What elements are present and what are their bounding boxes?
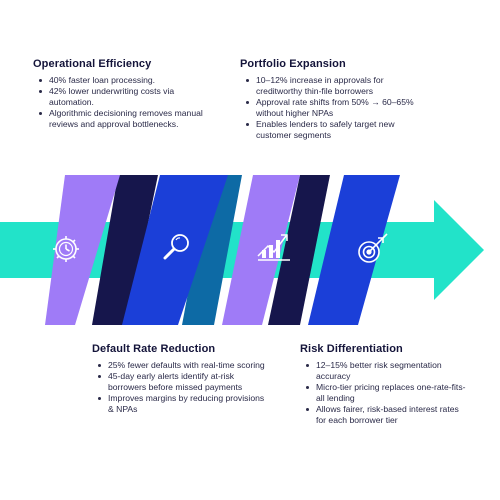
list-item: 40% faster loan processing. <box>39 75 208 86</box>
default-rate-reduction-list: 25% fewer defaults with real-time scorin… <box>92 360 272 415</box>
risk-differentiation-list: 12–15% better risk segmentation accuracy… <box>300 360 470 426</box>
magnifier-icon <box>163 234 189 260</box>
gear-clock-icon <box>53 236 79 262</box>
default-rate-reduction-block: Default Rate Reduction 25% fewer default… <box>92 343 272 415</box>
list-item: Improves margins by reducing provisions … <box>98 393 272 415</box>
shadow-wedge-1 <box>92 175 158 325</box>
list-item: 10–12% increase in approvals for creditw… <box>246 75 430 97</box>
list-item: Allows fairer, risk-based interest rates… <box>306 404 470 426</box>
portfolio-expansion-block: Portfolio Expansion 10–12% increase in a… <box>240 58 430 141</box>
list-item: Micro-tier pricing replaces one-rate-fit… <box>306 382 470 404</box>
operational-efficiency-list: 40% faster loan processing. 42% lower un… <box>33 75 208 130</box>
portfolio-expansion-title: Portfolio Expansion <box>240 58 346 70</box>
chart-growth-icon <box>257 234 290 261</box>
shadow-wedge-2 <box>182 175 242 325</box>
list-item: 12–15% better risk segmentation accuracy <box>306 360 470 382</box>
operational-efficiency-title: Operational Efficiency <box>33 58 152 70</box>
shadow-wedge-3 <box>268 175 330 325</box>
risk-differentiation-title: Risk Differentiation <box>300 343 403 355</box>
list-item: Algorithmic decisioning removes manual r… <box>39 108 208 130</box>
ribbon-4 <box>308 175 400 325</box>
risk-differentiation-block: Risk Differentiation 12–15% better risk … <box>300 343 470 426</box>
list-item: Enables lenders to safely target new cus… <box>246 119 430 141</box>
default-rate-reduction-title: Default Rate Reduction <box>92 343 216 355</box>
list-item: 25% fewer defaults with real-time scorin… <box>98 360 272 371</box>
list-item: Approval rate shifts from 50% → 60–65% w… <box>246 97 430 119</box>
portfolio-expansion-list: 10–12% increase in approvals for creditw… <box>240 75 430 141</box>
ribbon-1 <box>45 175 120 325</box>
list-item: 45-day early alerts identify at-risk bor… <box>98 371 272 393</box>
target-icon <box>358 233 388 263</box>
ribbon-3 <box>222 175 300 325</box>
operational-efficiency-block: Operational Efficiency 40% faster loan p… <box>33 58 208 130</box>
list-item: 42% lower underwriting costs via automat… <box>39 86 208 108</box>
